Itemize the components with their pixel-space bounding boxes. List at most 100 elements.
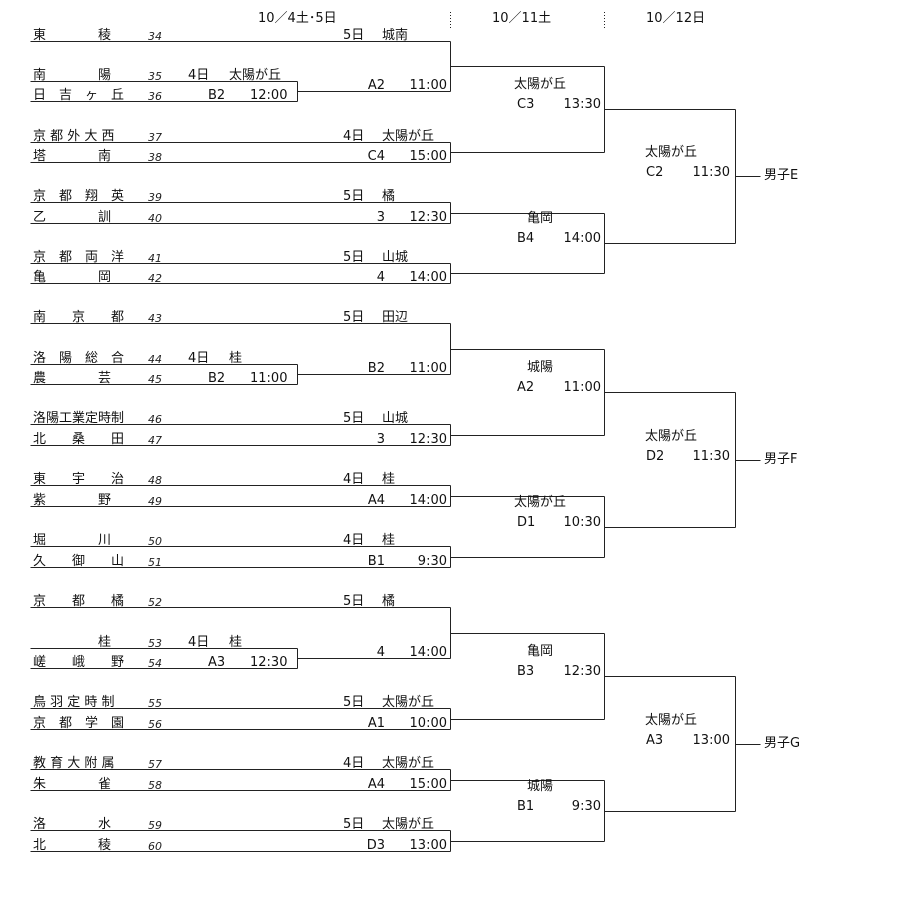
team-name: 北 桑 田 xyxy=(33,432,125,447)
round1-court: 3 xyxy=(376,432,385,447)
round2-venue: 太陽が丘 xyxy=(513,495,566,510)
round2-venue: 城陽 xyxy=(526,360,553,375)
round2-time: 9:30 xyxy=(571,799,601,814)
round3-court: A3 xyxy=(646,733,664,748)
round1-time: 11:00 xyxy=(409,78,447,93)
team-name: 紫 野 xyxy=(33,493,112,508)
team-seed-number: 46 xyxy=(148,413,162,426)
round3-time: 13:00 xyxy=(692,733,730,748)
round1-time: 14:00 xyxy=(409,645,447,660)
round1-day: 4日 xyxy=(343,472,365,487)
team-name: 京 都 外 大 西 xyxy=(33,129,115,144)
round1-time: 13:00 xyxy=(409,838,447,853)
team-name: 嵯 峨 野 xyxy=(33,655,125,670)
round1-time: 10:00 xyxy=(409,716,447,731)
round1-venue: 田辺 xyxy=(382,310,409,325)
round2-venue: 太陽が丘 xyxy=(513,77,566,92)
prelim-day: 4日 xyxy=(188,68,210,83)
team-seed-number: 51 xyxy=(148,556,162,569)
prelim-court: B2 xyxy=(208,371,226,386)
round1-venue: 山城 xyxy=(382,411,409,426)
round1-time: 14:00 xyxy=(409,270,447,285)
round2-venue: 城陽 xyxy=(526,779,553,794)
team-name: 農 芸 xyxy=(33,371,112,386)
team-name: 亀 岡 xyxy=(33,270,112,285)
team-name: 久 御 山 xyxy=(33,554,125,569)
round1-venue: 太陽が丘 xyxy=(382,817,435,832)
round-header-1: 10／4土･5日 xyxy=(258,11,337,26)
round1-court: 4 xyxy=(376,645,385,660)
team-seed-number: 40 xyxy=(148,212,162,225)
prelim-day: 4日 xyxy=(188,351,210,366)
team-name: 東 宇 治 xyxy=(33,472,125,487)
team-seed-number: 34 xyxy=(148,30,162,43)
prelim-day: 4日 xyxy=(188,635,210,650)
team-seed-number: 50 xyxy=(148,535,162,548)
round2-court: A2 xyxy=(517,380,535,395)
team-seed-number: 52 xyxy=(148,596,162,609)
round2-time: 11:00 xyxy=(563,380,601,395)
bracket-winner-label: 男子F xyxy=(764,452,798,467)
team-seed-number: 57 xyxy=(148,758,162,771)
round1-court: A4 xyxy=(367,777,385,792)
round1-day: 5日 xyxy=(343,411,365,426)
team-name: 堀 川 xyxy=(33,533,112,548)
team-name: 教 育 大 附 属 xyxy=(33,756,115,771)
team-seed-number: 60 xyxy=(148,840,162,853)
round1-venue: 城南 xyxy=(382,28,409,43)
round1-venue: 橘 xyxy=(382,189,396,204)
round2-venue: 亀岡 xyxy=(526,644,553,659)
team-name: 京 都 学 園 xyxy=(33,716,125,731)
round1-venue: 太陽が丘 xyxy=(382,695,435,710)
bracket-winner-label: 男子E xyxy=(764,168,799,183)
team-seed-number: 54 xyxy=(148,657,162,670)
round3-court: C2 xyxy=(646,165,664,180)
round2-venue: 亀岡 xyxy=(526,211,553,226)
team-seed-number: 37 xyxy=(148,131,162,144)
round1-time: 11:00 xyxy=(409,361,447,376)
round1-venue: 太陽が丘 xyxy=(382,756,435,771)
round1-court: A1 xyxy=(367,716,385,731)
team-seed-number: 53 xyxy=(148,637,162,650)
round2-court: B1 xyxy=(517,799,535,814)
round1-day: 4日 xyxy=(343,533,365,548)
team-name: 北 稜 xyxy=(33,838,112,853)
prelim-venue: 桂 xyxy=(229,635,243,650)
team-name: 洛 陽 総 合 xyxy=(33,351,125,366)
prelim-time: 11:00 xyxy=(250,371,288,386)
team-name: 桂 xyxy=(33,635,112,650)
round1-day: 5日 xyxy=(343,695,365,710)
team-name: 日 吉 ヶ 丘 xyxy=(33,88,125,103)
round2-time: 14:00 xyxy=(563,231,601,246)
team-seed-number: 38 xyxy=(148,151,162,164)
team-seed-number: 39 xyxy=(148,191,162,204)
team-seed-number: 47 xyxy=(148,434,162,447)
round1-court: D3 xyxy=(366,838,385,853)
team-seed-number: 55 xyxy=(148,697,162,710)
round3-venue: 太陽が丘 xyxy=(644,429,697,444)
team-name: 鳥 羽 定 時 制 xyxy=(33,695,115,710)
team-seed-number: 35 xyxy=(148,70,162,83)
round1-time: 15:00 xyxy=(409,149,447,164)
round1-day: 5日 xyxy=(343,594,365,609)
round1-day: 5日 xyxy=(343,250,365,265)
round2-court: D1 xyxy=(517,515,536,530)
round2-court: C3 xyxy=(517,97,535,112)
round1-court: B2 xyxy=(367,361,385,376)
round1-venue: 太陽が丘 xyxy=(382,129,435,144)
team-name: 乙 訓 xyxy=(33,210,112,225)
round1-court: B1 xyxy=(367,554,385,569)
round1-time: 9:30 xyxy=(417,554,447,569)
round1-day: 5日 xyxy=(343,817,365,832)
team-seed-number: 48 xyxy=(148,474,162,487)
round2-time: 12:30 xyxy=(563,664,601,679)
team-seed-number: 43 xyxy=(148,312,162,325)
team-name: 朱 雀 xyxy=(33,777,112,792)
round1-court: C4 xyxy=(367,149,385,164)
team-name: 東 稜 xyxy=(33,28,112,43)
round1-venue: 山城 xyxy=(382,250,409,265)
round2-time: 10:30 xyxy=(563,515,601,530)
prelim-venue: 桂 xyxy=(229,351,243,366)
team-seed-number: 44 xyxy=(148,353,162,366)
round1-time: 14:00 xyxy=(409,493,447,508)
